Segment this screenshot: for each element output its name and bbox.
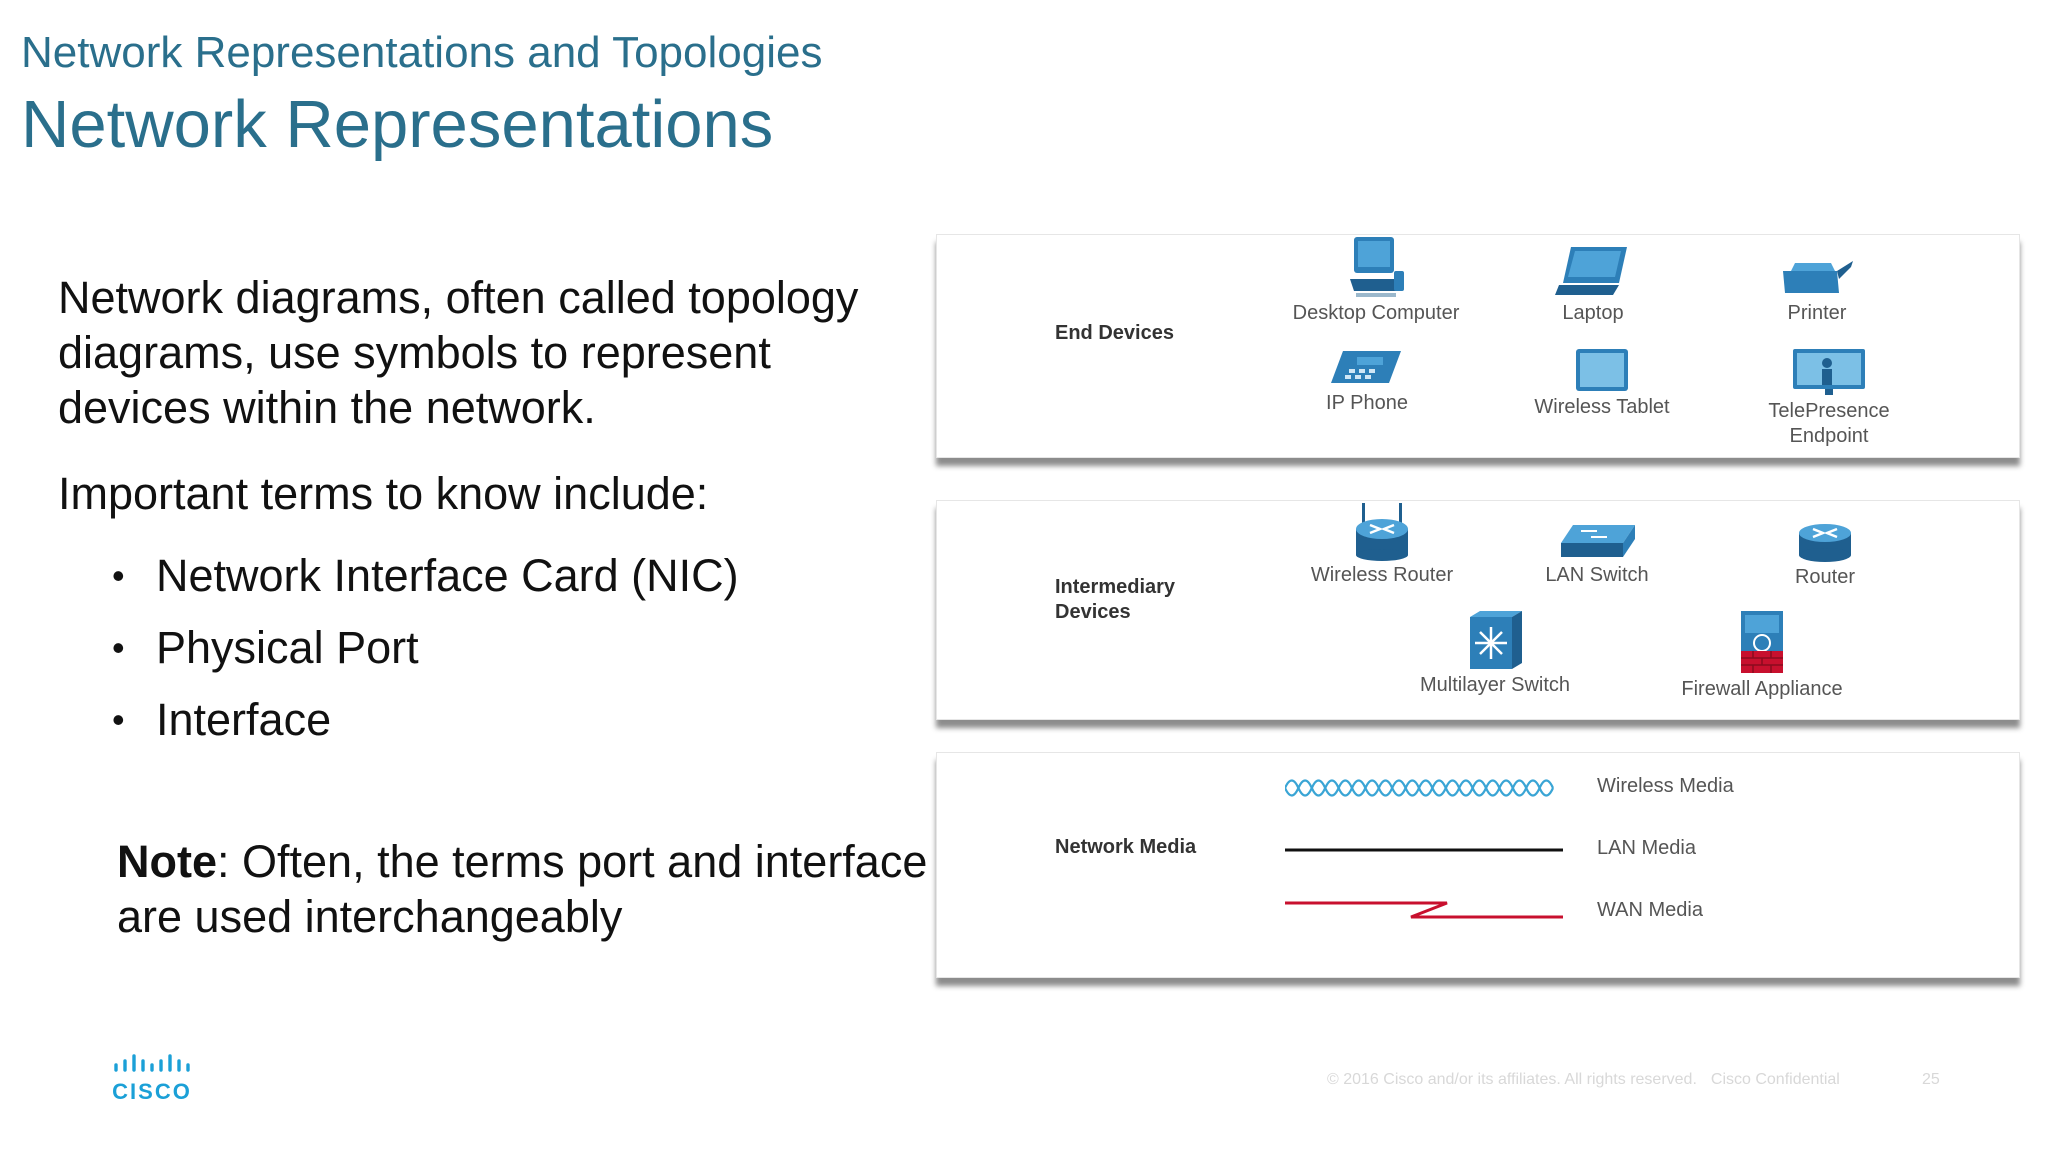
- device-label: LAN Switch: [1545, 564, 1649, 586]
- bullet-icon: •: [112, 627, 125, 668]
- end-devices-panel: End Devices Desktop Computer Laptop: [936, 234, 2020, 458]
- device-label-line1: TelePresence: [1768, 400, 1890, 422]
- intermediary-label-line1: Intermediary: [1055, 576, 1176, 598]
- telepresence-icon: [1793, 349, 1865, 395]
- media-label: LAN Media: [1597, 837, 1696, 859]
- lan-media-line: [1285, 848, 1563, 852]
- device-lan-switch: LAN Switch: [1527, 521, 1667, 588]
- bullet-icon: •: [112, 555, 125, 596]
- bullet-icon: •: [112, 699, 125, 740]
- lan-switch-icon: [1561, 525, 1635, 557]
- copyright-text: © 2016 Cisco and/or its affiliates. All …: [1327, 1071, 1697, 1088]
- list-item: • Network Interface Card (NIC): [112, 548, 739, 620]
- slide-title: Network Representations: [21, 87, 774, 162]
- page-number: 25: [1922, 1071, 1940, 1088]
- network-media-label: Network Media: [1055, 836, 1197, 858]
- intermediary-label-line2: Devices: [1055, 601, 1131, 623]
- device-router: Router: [1755, 521, 1895, 590]
- device-label: Desktop Computer: [1292, 302, 1460, 324]
- cisco-bars-icon: [114, 1054, 190, 1072]
- device-label: Laptop: [1562, 302, 1624, 324]
- cisco-wordmark: CISCO: [112, 1079, 192, 1104]
- term-label: Network Interface Card (NIC): [156, 550, 739, 601]
- section-kicker: Network Representations and Topologies: [21, 28, 823, 77]
- device-label: IP Phone: [1326, 392, 1408, 414]
- wireless-wave-b: [1285, 779, 1555, 797]
- confidential-text: Cisco Confidential: [1710, 1071, 1840, 1088]
- device-label-line2: Endpoint: [1789, 425, 1869, 447]
- media-label: WAN Media: [1597, 899, 1703, 921]
- wireless-media-line: [1285, 779, 1555, 797]
- intro-paragraph: Network diagrams, often called topology …: [58, 270, 898, 435]
- note-text: : Often, the terms port and interface ar…: [117, 836, 928, 942]
- wireless-router-icon: [1356, 503, 1408, 561]
- device-wireless-tablet: Wireless Tablet: [1517, 347, 1687, 420]
- device-ip-phone: IP Phone: [1292, 347, 1442, 416]
- note: Note: Often, the terms port and interfac…: [117, 834, 937, 944]
- firewall-icon: [1741, 611, 1783, 673]
- wan-media-line: [1285, 901, 1563, 919]
- desktop-computer-icon: [1350, 237, 1404, 297]
- device-multilayer-switch: Multilayer Switch: [1405, 609, 1585, 698]
- term-label: Interface: [156, 694, 332, 745]
- ip-phone-icon: [1331, 351, 1401, 383]
- tablet-icon: [1576, 349, 1628, 391]
- media-label: Wireless Media: [1597, 775, 1734, 797]
- cisco-logo: CISCO: [112, 1054, 194, 1105]
- device-firewall-appliance: Firewall Appliance: [1667, 609, 1857, 702]
- printer-icon: [1783, 261, 1853, 293]
- network-media-panel: Network Media Wireless Media LAN Media W…: [936, 752, 2020, 978]
- device-label: Printer: [1787, 302, 1847, 324]
- footer-copyright: © 2016 Cisco and/or its affiliates. All …: [1327, 1071, 1840, 1089]
- multilayer-switch-icon: [1470, 611, 1522, 669]
- device-printer: Printer: [1757, 255, 1877, 326]
- device-label: Firewall Appliance: [1681, 678, 1843, 700]
- list-item: • Physical Port: [112, 620, 739, 692]
- note-label: Note: [117, 836, 217, 887]
- device-label: Wireless Tablet: [1534, 396, 1670, 418]
- end-devices-label: End Devices: [1055, 322, 1174, 344]
- terms-intro: Important terms to know include:: [58, 468, 709, 519]
- laptop-icon: [1555, 247, 1627, 295]
- term-label: Physical Port: [156, 622, 419, 673]
- device-label: Multilayer Switch: [1419, 674, 1571, 696]
- device-label: Router: [1794, 566, 1856, 588]
- device-label: Wireless Router: [1310, 564, 1454, 586]
- router-icon: [1799, 524, 1851, 562]
- device-desktop-computer: Desktop Computer: [1291, 235, 1461, 326]
- list-item: • Interface: [112, 692, 739, 764]
- terms-list: • Network Interface Card (NIC) • Physical …: [112, 548, 739, 764]
- intro-text: Network diagrams, often called topology …: [58, 272, 859, 433]
- device-wireless-router: Wireless Router: [1297, 501, 1467, 588]
- device-laptop: Laptop: [1523, 243, 1663, 326]
